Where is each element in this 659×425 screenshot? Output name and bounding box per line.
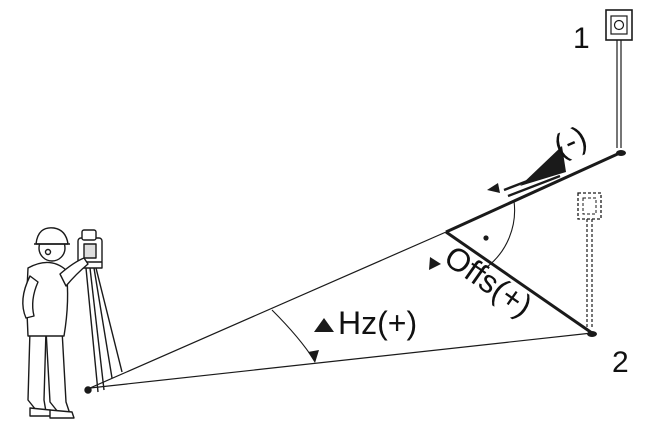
hz-angle-arrowhead: [308, 350, 319, 363]
point-2-marker: [587, 331, 597, 337]
arrow-large-wedge: [520, 146, 566, 186]
reference-direction-arrows: [487, 146, 566, 198]
prism-pole-icon: [605, 9, 633, 156]
offset-arrowhead: [429, 257, 441, 270]
reference-line: [445, 150, 623, 234]
sight-lines: [89, 231, 593, 389]
sight-line-upper: [89, 231, 447, 389]
surveyor-with-total-station-icon: [22, 227, 123, 419]
hz-angle-arc: [271, 309, 315, 361]
offset-label: Offs(+): [438, 238, 539, 324]
point-1-label: 1: [573, 22, 590, 55]
arrow-small-triangle: [487, 183, 500, 193]
hz-arrowhead: [314, 318, 334, 332]
right-angle-arc: [486, 200, 516, 268]
virtual-prism-icon: [577, 192, 602, 328]
horizontal-angle-label: Hz(+): [338, 305, 417, 341]
offset-line: [445, 230, 593, 335]
point-2-label: 2: [612, 346, 629, 379]
right-angle-dot: [483, 235, 489, 241]
sight-line-lower: [89, 332, 593, 389]
